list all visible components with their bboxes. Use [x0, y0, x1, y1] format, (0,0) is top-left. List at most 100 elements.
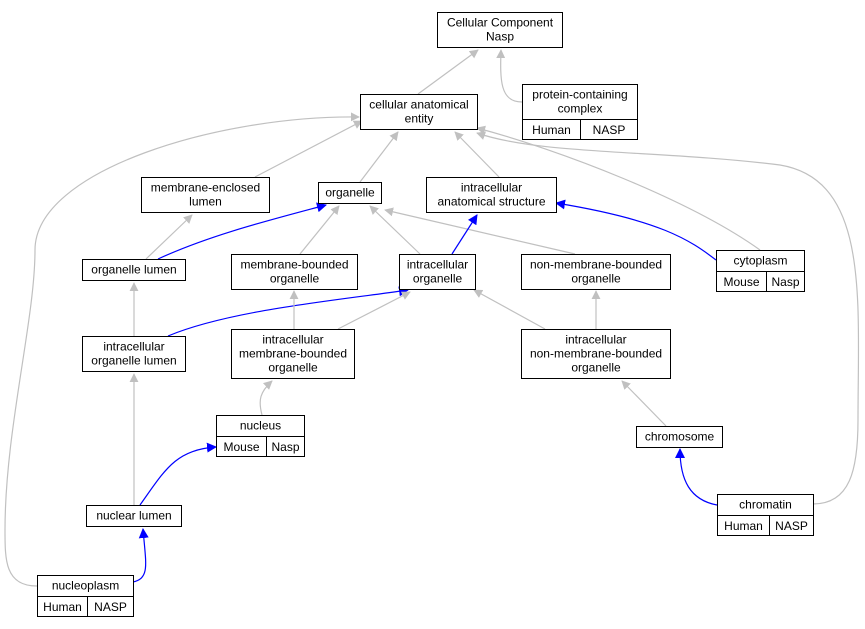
edge-line [167, 286, 409, 337]
badge-label: Nasp [771, 275, 799, 289]
node-organelle-lumen[interactable]: organelle lumen [82, 259, 186, 281]
badge-label: Mouse [723, 275, 759, 289]
edge-intracellular-organelle-lumen-to-intracellular-organelle [167, 286, 409, 337]
edge-line [451, 214, 478, 255]
edge-line [476, 125, 761, 251]
node-label: membrane-bounded [240, 258, 348, 272]
edge-line [299, 205, 340, 255]
node-box [437, 12, 563, 48]
species-badge-human: Human [717, 515, 770, 536]
edge-cellular-anatomical-entity-to-cellular-component [417, 49, 479, 95]
edge-intracellular-anatomical-structure-to-cellular-anatomical-entity [454, 131, 500, 178]
node-label: organelle [325, 186, 375, 200]
edge-line [254, 120, 363, 178]
node-box [141, 177, 270, 213]
edge-line [359, 131, 399, 183]
node-label: organelle [571, 272, 621, 286]
badge-label: NASP [593, 123, 626, 137]
edge-intracellular-organelle-to-intracellular-anatomical-structure [451, 214, 478, 255]
edge-line [476, 131, 860, 505]
species-badge-mouse: Mouse [216, 436, 267, 457]
node-label: chromatin [739, 498, 792, 512]
node-label: intracellular [262, 333, 323, 347]
species-badge-mouse: Nasp [766, 271, 805, 292]
node-label: cytoplasm [733, 254, 787, 268]
node-label: protein-containing [532, 88, 627, 102]
badge-box [766, 271, 805, 292]
node-box [521, 329, 671, 379]
edge-nucleoplasm-to-nuclear-lumen [132, 528, 149, 583]
edge-line [496, 49, 523, 103]
species-badge-mouse: Nasp [266, 436, 305, 457]
badge-label: Human [724, 519, 763, 533]
edge-organelle-lumen-to-organelle [157, 202, 327, 260]
node-label: nucleus [240, 419, 281, 433]
node-nuclear-lumen[interactable]: nuclear lumen [86, 505, 182, 527]
node-label: membrane-bounded [239, 347, 347, 361]
node-label: Nasp [486, 30, 514, 44]
node-label: intracellular [565, 333, 626, 347]
badge-label: Nasp [271, 440, 299, 454]
edge-protein-containing-complex-to-cellular-component [496, 49, 523, 103]
species-badge-human: Human [522, 119, 581, 140]
node-box [636, 426, 723, 448]
node-box [521, 254, 671, 290]
badge-label: NASP [775, 519, 808, 533]
node-intracellular-non-membrane-bounded-organelle[interactable]: intracellularnon-membrane-boundedorganel… [521, 329, 671, 379]
edge-line [337, 291, 411, 330]
edge-intracellular-organelle-to-organelle [369, 205, 421, 255]
node-box [426, 177, 557, 213]
node-box [231, 254, 358, 290]
species-badge-human: NASP [87, 596, 134, 617]
node-label: nucleoplasm [52, 579, 119, 593]
node-label: intracellular [103, 340, 164, 354]
edge-organelle-to-cellular-anatomical-entity [359, 131, 399, 183]
node-label: complex [558, 102, 603, 116]
node-organelle[interactable]: organelle [318, 182, 382, 204]
edge-line [417, 49, 479, 95]
species-badge-human: Human [37, 596, 88, 617]
node-label: entity [405, 112, 434, 126]
badge-label: NASP [94, 600, 127, 614]
species-badge-human: NASP [769, 515, 814, 536]
edge-nucleoplasm-to-cellular-anatomical-entity [4, 112, 360, 587]
node-label: chromosome [645, 430, 715, 444]
node-label: intracellular [461, 181, 522, 195]
edge-intracellular-non-membrane-bounded-organelle-to-intracellular-organelle [473, 289, 546, 330]
edge-line [675, 448, 718, 506]
edge-line [621, 380, 667, 427]
badge-box [769, 515, 814, 536]
edge-organelle-lumen-to-membrane-enclosed-lumen [145, 214, 193, 260]
edge-line [157, 202, 327, 260]
edge-line [454, 131, 500, 178]
edge-line [384, 207, 576, 255]
edge-nuclear-lumen-to-nucleus [139, 442, 217, 506]
edge-line [473, 289, 546, 330]
node-chromosome[interactable]: chromosome [636, 426, 723, 448]
edge-chromatin-to-cellular-anatomical-entity [476, 131, 860, 505]
node-label: nuclear lumen [96, 509, 171, 523]
edge-membrane-bounded-organelle-to-organelle [299, 205, 340, 255]
node-box [82, 259, 186, 281]
node-label: organelle [571, 361, 621, 375]
badge-box [87, 596, 134, 617]
edge-line [555, 199, 717, 261]
badge-label: Mouse [223, 440, 259, 454]
edge-line [369, 205, 421, 255]
